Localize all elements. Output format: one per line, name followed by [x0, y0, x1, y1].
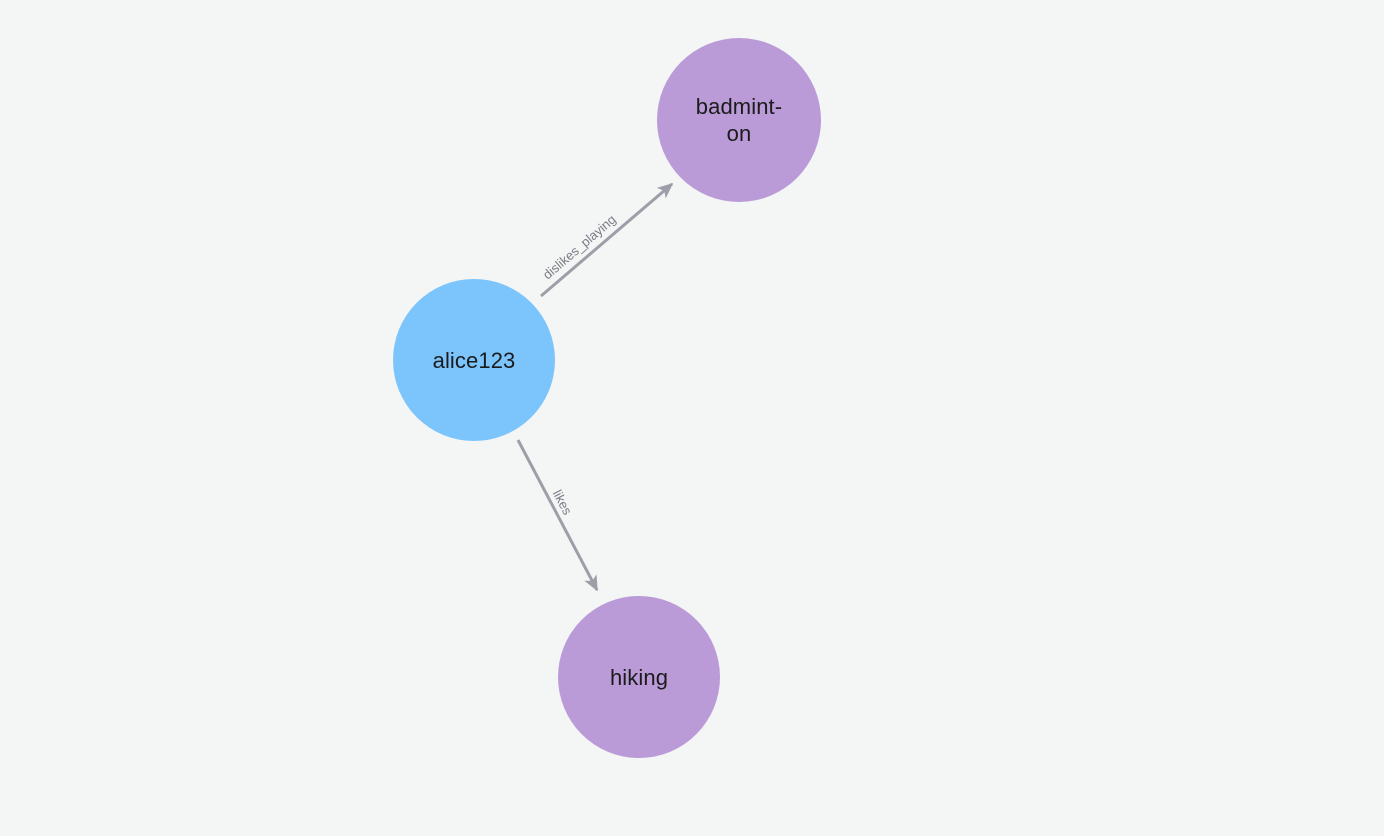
node-badminton-label: badmint-on	[695, 94, 783, 146]
edge-likes-line[interactable]	[516, 439, 599, 592]
node-hiking-label: hiking	[609, 664, 669, 690]
node-alice123-label: alice123	[432, 347, 516, 373]
node-hiking[interactable]: hiking	[558, 596, 720, 758]
edge-dislikes-playing-line[interactable]	[540, 182, 674, 298]
node-badminton[interactable]: badmint-on	[657, 38, 821, 202]
node-alice123[interactable]: alice123	[393, 279, 555, 441]
